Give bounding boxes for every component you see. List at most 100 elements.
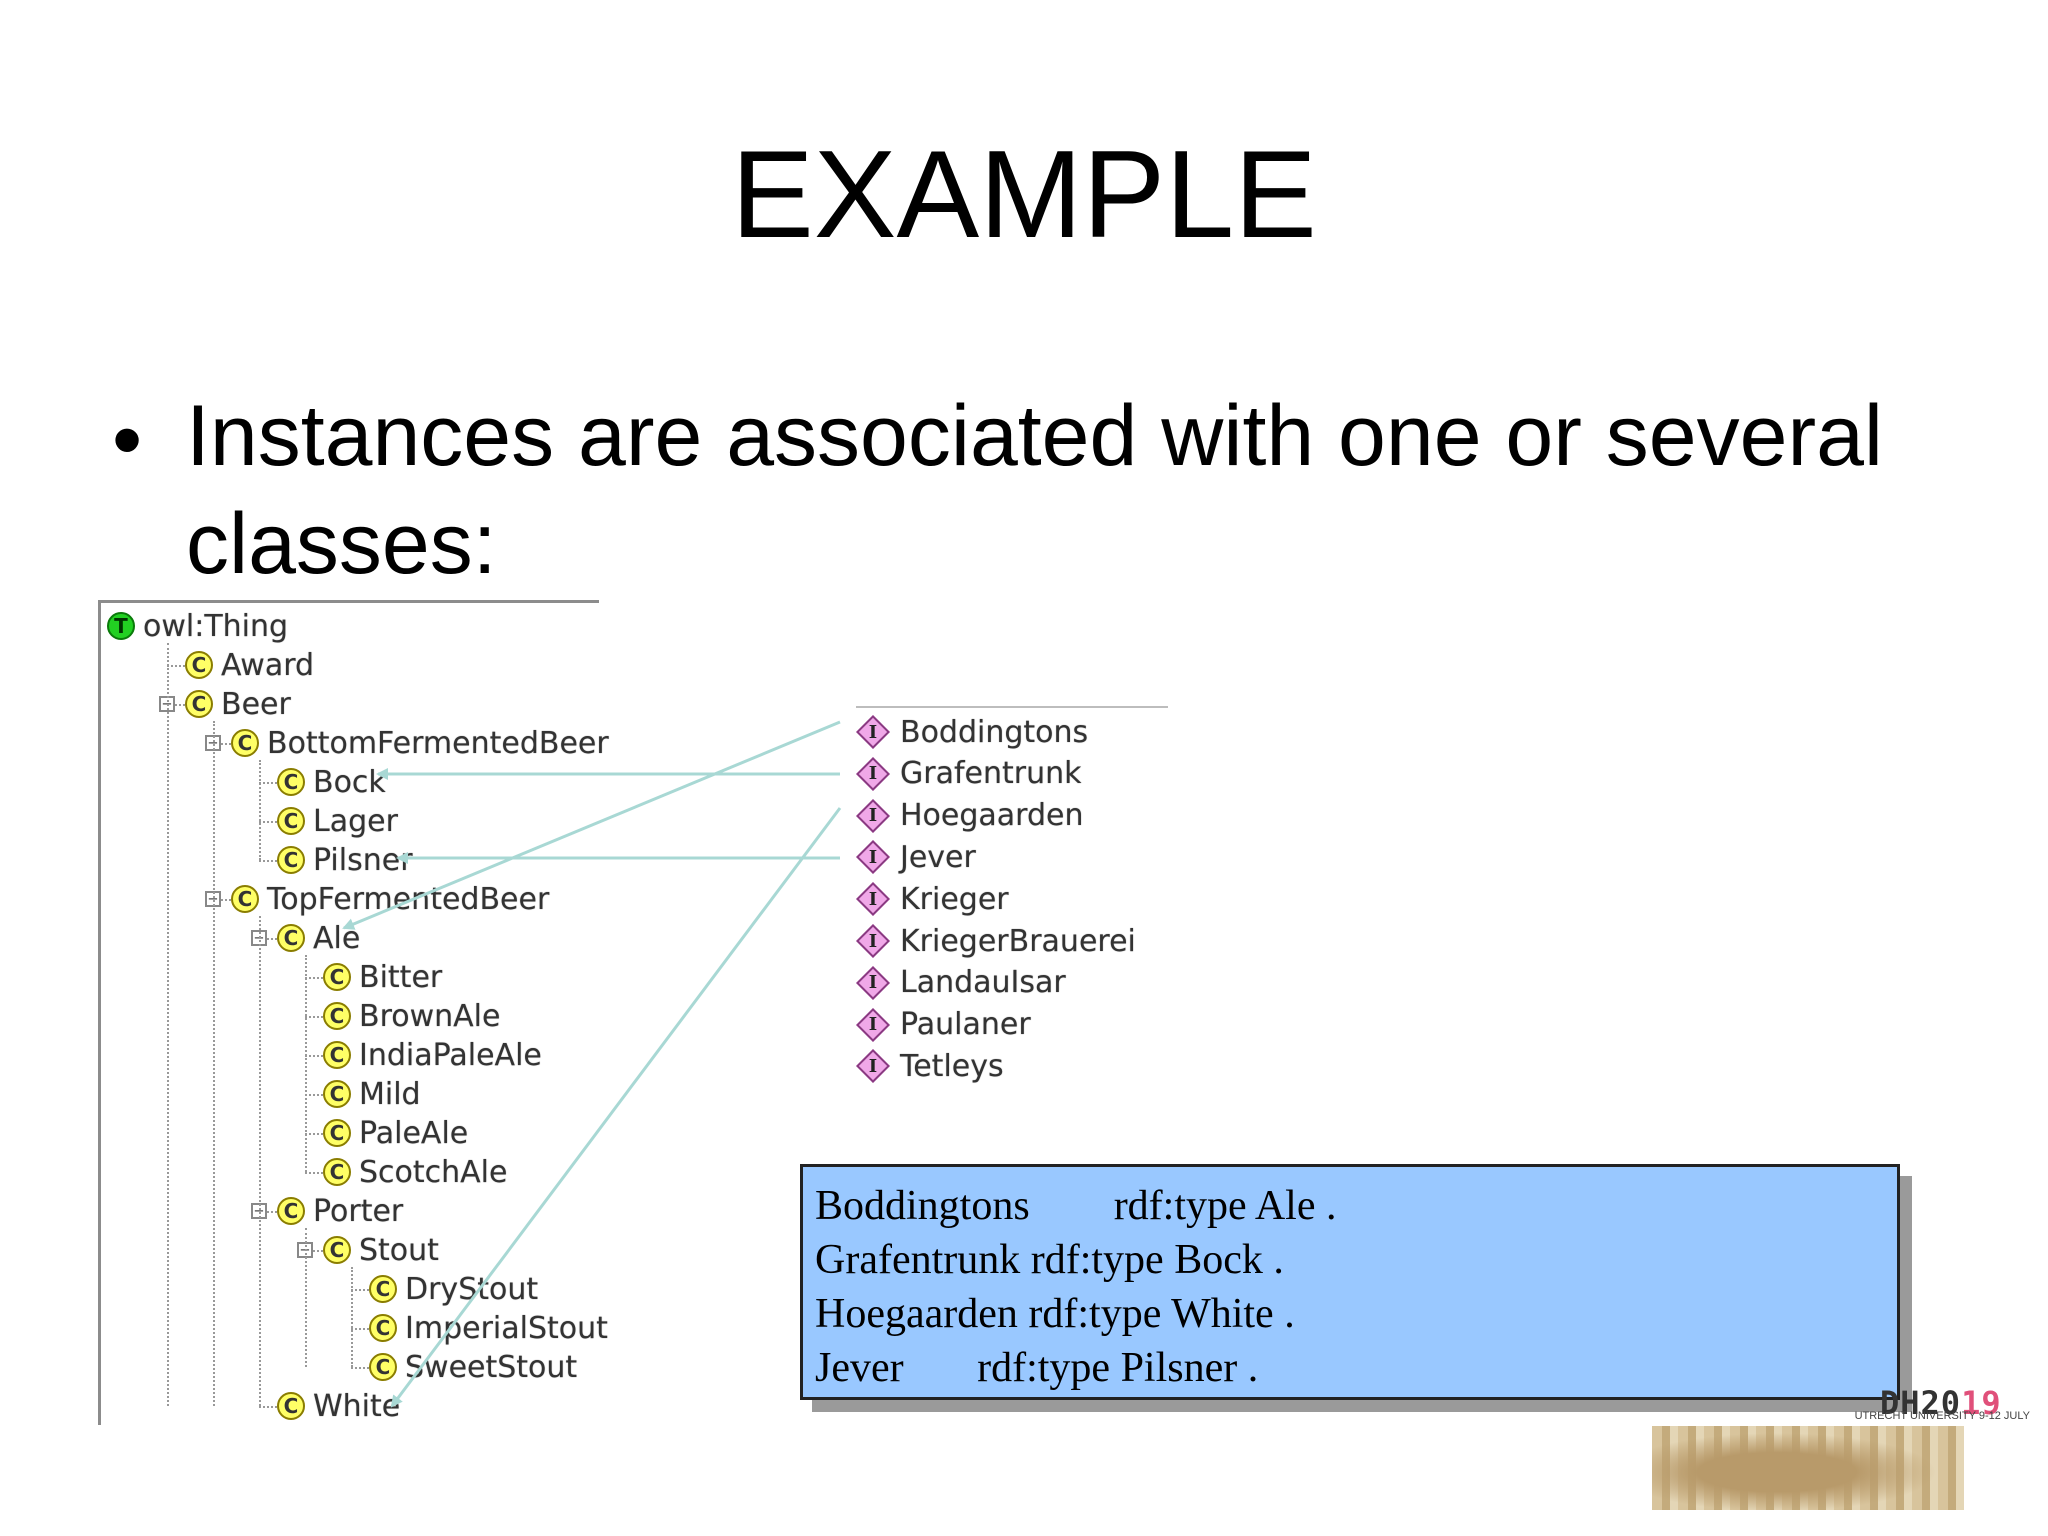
tree-node-label: Mild (359, 1076, 421, 1112)
tree-node-label: TopFermentedBeer (267, 881, 550, 917)
logo-subtitle: UTRECHT UNIVERSITY 9-12 JULY (1854, 1410, 2030, 1422)
class-icon: C (277, 846, 305, 874)
instance-label: KriegerBrauerei (900, 923, 1136, 959)
tree-guide-line (305, 1228, 307, 1367)
tree-connector (167, 665, 185, 667)
tree-connector (305, 1055, 323, 1057)
tree-connector (259, 860, 277, 862)
class-icon: C (369, 1275, 397, 1303)
class-icon: C (323, 963, 351, 991)
tree-guide-line (167, 643, 169, 1406)
tree-node-bottomfermentedbeer[interactable]: C BottomFermentedBeer (231, 725, 609, 761)
tree-connector (259, 821, 277, 823)
instance-icon: I (858, 968, 888, 998)
slide-title: EXAMPLE (731, 126, 1317, 264)
tree-node-label: Beer (221, 686, 291, 722)
instance-label: Tetleys (900, 1048, 1004, 1084)
tree-connector (259, 938, 277, 940)
instance-grafentrunk[interactable]: I Grafentrunk (858, 754, 1082, 794)
class-icon: C (323, 1236, 351, 1264)
tree-guide-line (213, 721, 215, 1406)
class-icon: C (277, 924, 305, 952)
class-icon: C (277, 768, 305, 796)
tree-node-label: White (313, 1388, 401, 1424)
tree-connector (305, 1016, 323, 1018)
tree-connector (305, 1250, 323, 1252)
tree-node-stout[interactable]: C Stout (323, 1232, 439, 1268)
tree-node-label: Award (221, 647, 315, 683)
tree-node-label: Lager (313, 803, 398, 839)
tree-node-label: Bitter (359, 959, 443, 995)
triple-statement: Hoegaarden rdf:type White . (815, 1291, 1295, 1337)
instance-icon: I (858, 717, 888, 747)
tree-guide-line (351, 1267, 353, 1367)
tree-connector (259, 1211, 277, 1213)
tree-node-ale[interactable]: C Ale (277, 920, 361, 956)
tree-node-label: BottomFermentedBeer (267, 725, 609, 761)
tree-guide-line (259, 916, 261, 1406)
tree-node-pilsner[interactable]: C Pilsner (277, 842, 413, 878)
tree-connector (305, 1094, 323, 1096)
instance-tetleys[interactable]: I Tetleys (858, 1046, 1004, 1086)
tree-node-white[interactable]: C White (277, 1388, 401, 1424)
bullet-text: Instances are associated with one or sev… (186, 388, 1884, 592)
tree-node-mild[interactable]: C Mild (323, 1076, 421, 1112)
thing-class-icon: T (107, 612, 135, 640)
triple-statement: Boddingtons rdf:type Ale . (815, 1183, 1337, 1229)
tree-connector (305, 1172, 323, 1174)
tree-connector (259, 782, 277, 784)
class-icon: C (277, 1392, 305, 1420)
instance-icon: I (858, 1051, 888, 1081)
tree-connector (305, 1133, 323, 1135)
tree-node-label: BrownAle (359, 998, 501, 1034)
class-icon: C (277, 807, 305, 835)
instance-label: Grafentrunk (900, 756, 1082, 792)
tree-node-sweetstout[interactable]: C SweetStout (369, 1349, 578, 1385)
logo-image (1652, 1426, 1964, 1510)
tree-connector (167, 704, 185, 706)
tree-node-label: SweetStout (405, 1349, 578, 1385)
tree-node-label: Ale (313, 920, 361, 956)
instance-icon: I (858, 842, 888, 872)
triple-statement: Jever rdf:type Pilsner . (815, 1345, 1259, 1391)
tree-connector (305, 977, 323, 979)
triples-box: Boddingtons rdf:type Ale .Grafentrunk rd… (800, 1164, 1900, 1400)
class-icon: C (369, 1314, 397, 1342)
tree-node-label: Pilsner (313, 842, 413, 878)
class-icon: C (323, 1080, 351, 1108)
tree-node-bitter[interactable]: C Bitter (323, 959, 443, 995)
bullet-dot: • (112, 392, 143, 488)
tree-node-label: Stout (359, 1232, 439, 1268)
tree-connector (259, 1406, 277, 1408)
instance-icon: I (858, 1010, 888, 1040)
class-icon: C (323, 1119, 351, 1147)
instance-icon: I (858, 759, 888, 789)
tree-node-label: Porter (313, 1193, 404, 1229)
tree-node-award[interactable]: C Award (185, 647, 315, 683)
logo-accent-text: 19 (1961, 1384, 2002, 1422)
class-icon: C (323, 1158, 351, 1186)
class-icon: C (231, 729, 259, 757)
class-icon: C (369, 1353, 397, 1381)
tree-connector (351, 1367, 369, 1369)
class-icon: C (185, 651, 213, 679)
tree-node-lager[interactable]: C Lager (277, 803, 398, 839)
